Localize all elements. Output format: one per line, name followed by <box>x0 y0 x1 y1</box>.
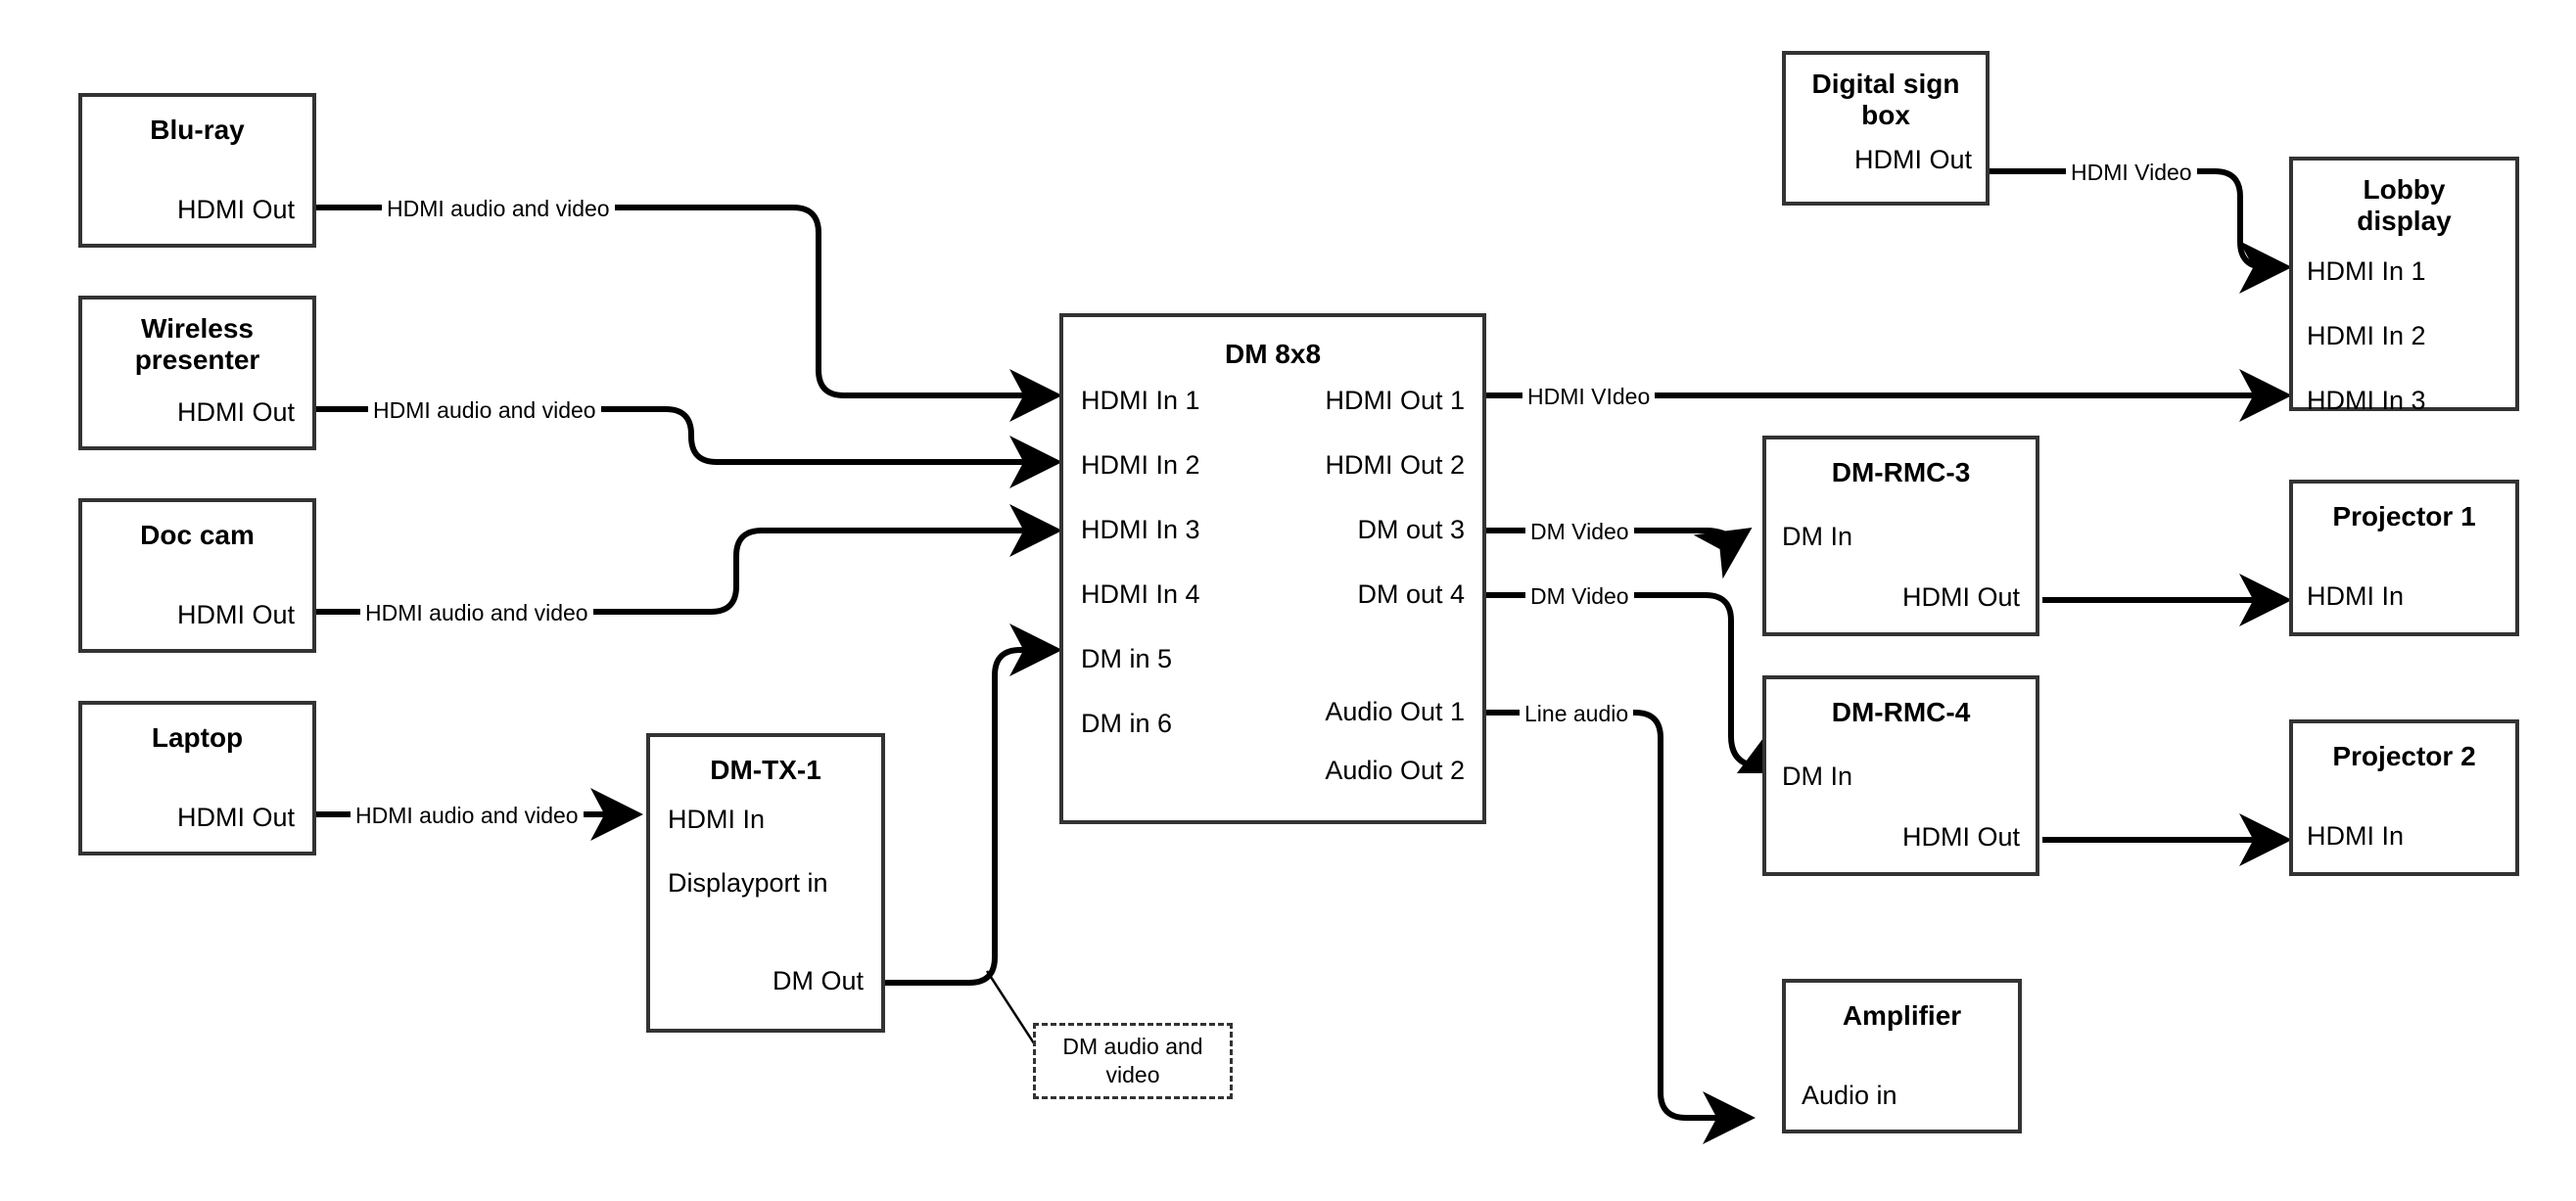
node-projector-1[interactable]: Projector 1 HDMI In <box>2289 480 2519 636</box>
node-projector2-title: Projector 2 <box>2332 741 2476 771</box>
wire-dm-out4-to-dmrmc4-dm-in <box>1486 592 1797 774</box>
port-dm8x8-dm-in-5[interactable]: DM in 5 <box>1081 644 1173 673</box>
port-lobby-hdmi-in-2[interactable]: HDMI In 2 <box>2307 321 2426 350</box>
node-bluray-title: Blu-ray <box>150 115 245 145</box>
wire-label-dm-video-3: DM Video <box>1525 521 1634 543</box>
port-dm8x8-hdmi-in-1[interactable]: HDMI In 1 <box>1081 386 1200 415</box>
port-projector2-hdmi-in[interactable]: HDMI In <box>2307 821 2405 851</box>
node-lobby-title-line2: display <box>2357 206 2452 236</box>
port-dmrmc3-hdmi-out[interactable]: HDMI Out <box>1901 582 2020 612</box>
node-projector1-title: Projector 1 <box>2332 501 2476 531</box>
node-digitalsign-title-line1: Digital sign <box>1811 69 1960 99</box>
port-dmrmc4-hdmi-out[interactable]: HDMI Out <box>1901 822 2020 852</box>
port-dmtx1-hdmi-in[interactable]: HDMI In <box>668 805 766 834</box>
note-dm-audio-and-video: DM audio and video <box>1033 1023 1233 1099</box>
node-doc-cam[interactable]: Doc cam HDMI Out <box>78 498 316 653</box>
node-dm8x8-title: DM 8x8 <box>1224 339 1322 369</box>
port-dmrmc3-dm-in[interactable]: DM In <box>1782 522 1853 551</box>
port-dmtx1-displayport-in[interactable]: Displayport in <box>668 868 828 898</box>
port-amplifier-audio-in[interactable]: Audio in <box>1802 1081 1897 1110</box>
port-dm8x8-audio-out-1[interactable]: Audio Out 1 <box>1325 697 1465 726</box>
node-digitalsign-title-line2: box <box>1861 100 1910 130</box>
wire-label-bluray: HDMI audio and video <box>382 198 615 220</box>
wire-dmtx1-to-dm-in-5 <box>885 624 1062 986</box>
node-dmtx1-title: DM-TX-1 <box>710 755 821 785</box>
wire-bluray-to-dm-hdmi-in-1 <box>315 205 1062 422</box>
port-dm8x8-dm-in-6[interactable]: DM in 6 <box>1081 709 1173 738</box>
port-lobby-hdmi-in-3[interactable]: HDMI In 3 <box>2307 386 2426 415</box>
node-wireless-title-line1: Wireless <box>141 313 254 344</box>
node-laptop[interactable]: Laptop HDMI Out <box>78 701 316 855</box>
port-dm8x8-hdmi-in-4[interactable]: HDMI In 4 <box>1081 579 1200 609</box>
wire-label-dm-video-4: DM Video <box>1525 585 1634 608</box>
node-wireless-presenter[interactable]: Wireless presenter HDMI Out <box>78 296 316 450</box>
port-dm8x8-dm-out-3[interactable]: DM out 3 <box>1357 515 1465 544</box>
port-dm8x8-hdmi-out-1[interactable]: HDMI Out 1 <box>1325 386 1465 415</box>
node-dm-8x8[interactable]: DM 8x8 HDMI In 1 HDMI In 2 HDMI In 3 HDM… <box>1059 313 1486 824</box>
port-dm8x8-dm-out-4[interactable]: DM out 4 <box>1357 579 1465 609</box>
node-laptop-title: Laptop <box>151 722 244 753</box>
node-projector-2[interactable]: Projector 2 HDMI In <box>2289 719 2519 876</box>
node-dmrmc4-title: DM-RMC-4 <box>1831 697 1971 727</box>
port-dm8x8-hdmi-in-3[interactable]: HDMI In 3 <box>1081 515 1200 544</box>
port-bluray-hdmi-out[interactable]: HDMI Out <box>176 195 295 224</box>
port-dm8x8-audio-out-2[interactable]: Audio Out 2 <box>1325 756 1465 785</box>
node-amplifier-title: Amplifier <box>1842 1000 1962 1031</box>
wire-label-doccam: HDMI audio and video <box>360 602 593 624</box>
node-wireless-title-line2: presenter <box>134 345 260 375</box>
wire-label-laptop: HDMI audio and video <box>351 805 584 827</box>
wire-label-hdmi-video-sign: HDMI Video <box>2066 162 2197 184</box>
node-doccam-title: Doc cam <box>140 520 255 550</box>
node-dm-rmc-3[interactable]: DM-RMC-3 DM In HDMI Out <box>1762 436 2039 636</box>
wire-label-line-audio: Line audio <box>1520 703 1634 725</box>
node-digital-sign-box[interactable]: Digital sign box HDMI Out <box>1782 51 1990 206</box>
node-lobby-title-line1: Lobby <box>2363 174 2446 205</box>
port-wireless-hdmi-out[interactable]: HDMI Out <box>176 397 295 427</box>
port-dm8x8-hdmi-out-2[interactable]: HDMI Out 2 <box>1325 450 1465 480</box>
port-laptop-hdmi-out[interactable]: HDMI Out <box>176 803 295 832</box>
port-projector1-hdmi-in[interactable]: HDMI In <box>2307 581 2405 611</box>
node-dm-rmc-4[interactable]: DM-RMC-4 DM In HDMI Out <box>1762 675 2039 876</box>
node-amplifier[interactable]: Amplifier Audio in <box>1782 979 2022 1133</box>
node-lobby-display[interactable]: Lobby display HDMI In 1 HDMI In 2 HDMI I… <box>2289 157 2519 415</box>
node-dmrmc3-title: DM-RMC-3 <box>1831 457 1971 487</box>
port-dm8x8-hdmi-in-2[interactable]: HDMI In 2 <box>1081 450 1200 480</box>
wire-dm-audio-out1-to-amplifier <box>1486 710 1756 1144</box>
wire-label-wireless: HDMI audio and video <box>368 399 601 422</box>
port-doccam-hdmi-out[interactable]: HDMI Out <box>176 600 295 629</box>
node-dm-tx-1[interactable]: DM-TX-1 HDMI In Displayport in DM Out <box>646 733 885 1033</box>
wire-label-hdmi-video-lobby: HDMI VIdeo <box>1522 386 1656 408</box>
port-dmtx1-dm-out[interactable]: DM Out <box>772 966 864 995</box>
port-digitalsign-hdmi-out[interactable]: HDMI Out <box>1853 145 1972 174</box>
node-bluray[interactable]: Blu-ray HDMI Out <box>78 93 316 248</box>
port-dmrmc4-dm-in[interactable]: DM In <box>1782 762 1853 791</box>
port-lobby-hdmi-in-1[interactable]: HDMI In 1 <box>2307 256 2426 286</box>
callout-leader-line <box>985 970 1040 1050</box>
wire-digitalsign-to-lobby-hdmi-in-1 <box>1990 168 2292 294</box>
